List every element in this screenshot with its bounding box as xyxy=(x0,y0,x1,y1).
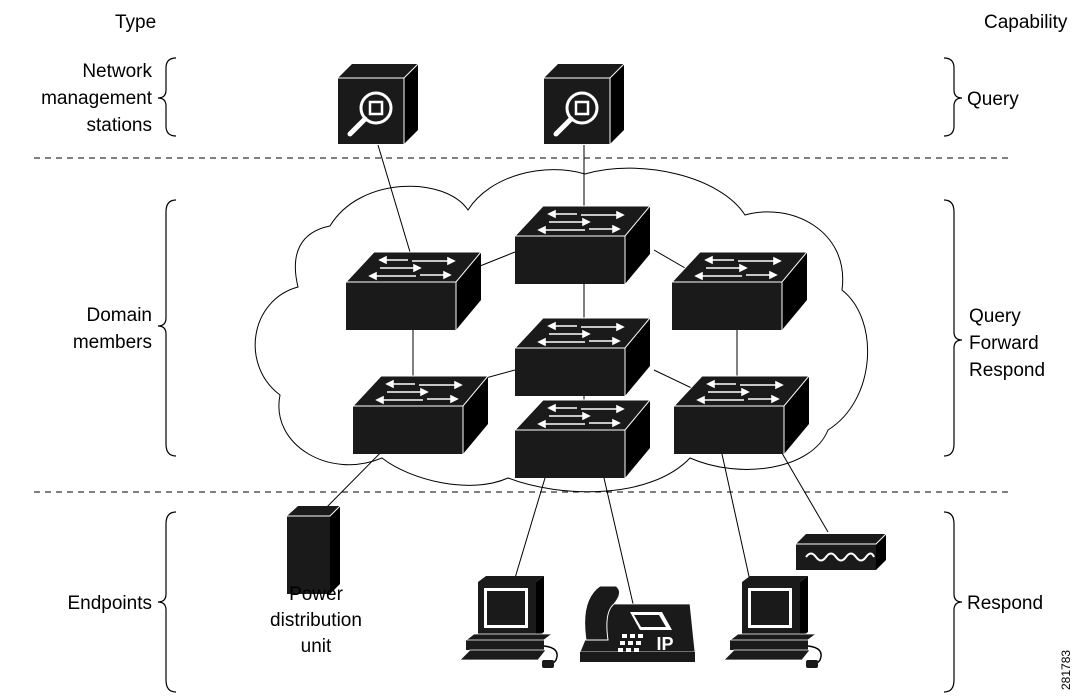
tier-capability-label: Query xyxy=(967,89,1019,110)
management-station-icon xyxy=(544,64,624,144)
left-brace xyxy=(157,199,177,457)
type-header: Type xyxy=(115,12,156,33)
tier-capability-label: Query xyxy=(969,306,1021,327)
tier-type-label: stations xyxy=(87,115,152,136)
ip-phone-icon: IP xyxy=(579,585,696,662)
tier-type-label: Endpoints xyxy=(67,593,152,614)
tier-type-label: Network xyxy=(82,61,152,82)
ip-phone-label: IP xyxy=(656,634,673,654)
tier-capability-label: Respond xyxy=(969,360,1045,381)
right-brace xyxy=(943,199,963,457)
management-station-icon xyxy=(338,64,418,144)
tier-capability-label: Respond xyxy=(967,593,1043,614)
tier-type-label: management xyxy=(41,88,153,109)
switch-icon xyxy=(673,375,810,455)
figure-id: 281783 xyxy=(1059,650,1073,690)
right-brace xyxy=(943,57,963,137)
switch-icon xyxy=(671,251,808,331)
pdu-label: distribution xyxy=(270,610,362,631)
pdu-label: Power xyxy=(289,584,344,605)
pdu-label: unit xyxy=(301,636,332,657)
left-brace xyxy=(157,57,177,137)
tier-type-label: Domain xyxy=(87,305,152,326)
power-distribution-unit-icon xyxy=(287,505,341,594)
switch-icon xyxy=(352,375,489,455)
switch-icon xyxy=(514,317,651,397)
modem-icon xyxy=(796,533,887,570)
switch-icon xyxy=(514,399,651,479)
switch-icon xyxy=(514,205,651,285)
capability-header: Capability xyxy=(984,12,1068,33)
left-brace xyxy=(157,511,177,693)
switch-icon xyxy=(345,251,482,331)
tier-type-label: members xyxy=(73,332,152,353)
workstation-icon xyxy=(459,575,558,669)
right-brace xyxy=(943,511,963,693)
tier-capability-label: Forward xyxy=(969,333,1039,354)
workstation-icon xyxy=(723,575,822,669)
